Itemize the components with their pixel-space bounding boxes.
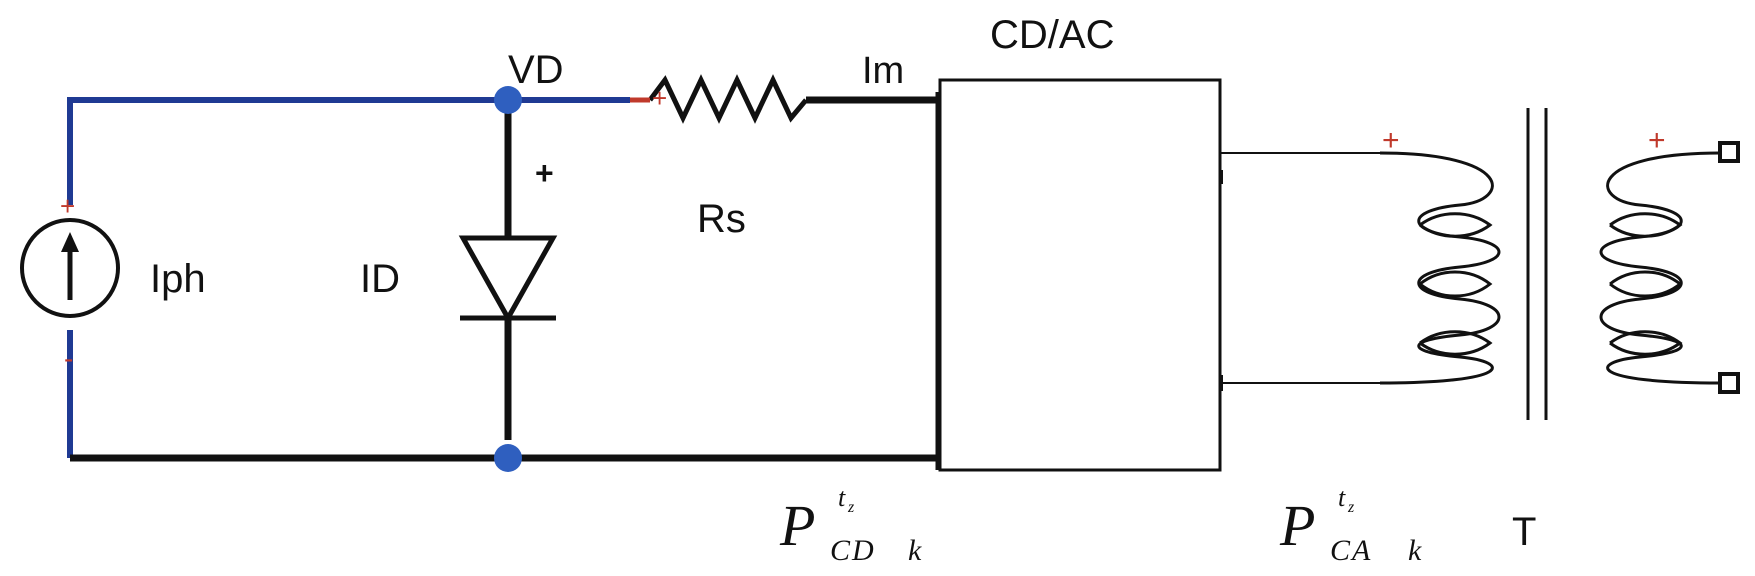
ac-power-symbol: P [1279, 493, 1315, 558]
rs-label: Rs [697, 197, 746, 241]
source-wires [67, 97, 630, 458]
primary-plus-mark: + [1382, 124, 1400, 157]
source-minus-mark: - [64, 343, 73, 374]
converter-label: CD/AC [990, 13, 1114, 57]
dc-power-superscript-sub: z [847, 499, 855, 516]
node-bottom [494, 444, 522, 472]
primary-loops [1419, 212, 1493, 356]
current-source-arrow-head [61, 232, 79, 252]
node-top [494, 86, 522, 114]
dc-power-symbol: P [779, 493, 815, 558]
vd-label: VD [508, 48, 564, 92]
dc-power-subscript: CD [830, 534, 876, 567]
source-plus-mark: + [60, 191, 75, 221]
primary-winding [1379, 151, 1501, 385]
series-resistor [648, 74, 808, 124]
diode [458, 235, 558, 324]
current-source [20, 218, 120, 318]
dc-power-index: k [908, 534, 922, 567]
ac-power-superscript-sub: z [1347, 499, 1355, 516]
transformer [1379, 108, 1721, 420]
top-left-wire [67, 97, 630, 205]
diode-triangle [458, 235, 558, 324]
dc-power-superscript: t [838, 483, 846, 512]
ac-power-label: P t z CA k [1279, 483, 1422, 567]
id-label: ID [360, 257, 400, 301]
im-label: Im [862, 50, 904, 92]
iph-label: Iph [150, 257, 206, 301]
output-terminal-bottom [1718, 372, 1740, 394]
resistor-plus-mark: + [652, 83, 667, 113]
secondary-loops [1609, 212, 1683, 356]
converter-box [938, 78, 1222, 472]
output-terminal-top [1718, 141, 1740, 163]
secondary-plus-mark: + [1648, 124, 1666, 157]
ac-power-superscript: t [1338, 483, 1346, 512]
secondary-winding [1599, 151, 1721, 385]
transformer-label: T [1512, 510, 1536, 554]
diode-plus-mark: + [535, 155, 554, 191]
ac-power-subscript: CA [1330, 534, 1372, 567]
ac-power-index: k [1408, 534, 1422, 567]
dc-power-label: P t z CD k [779, 483, 922, 567]
